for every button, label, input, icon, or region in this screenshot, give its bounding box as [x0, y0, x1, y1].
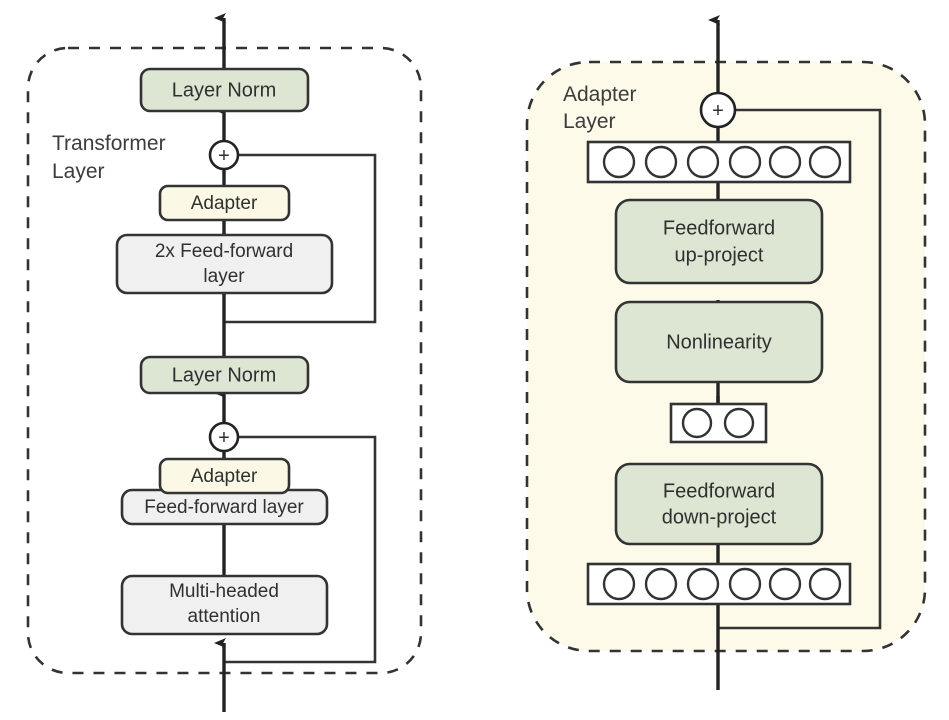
adapter-residual-connection — [718, 108, 882, 630]
adder-bottom[interactable]: + — [208, 421, 240, 453]
neuron — [728, 145, 762, 179]
neuron — [723, 407, 755, 439]
neuron — [686, 145, 720, 179]
block-label-feedforward-up-project-line1: Feedforward — [663, 217, 775, 239]
neuron — [728, 567, 762, 601]
adder-bottom-symbol: + — [218, 427, 230, 449]
block-label-nonlinearity: Nonlinearity — [666, 331, 772, 353]
neuron — [602, 145, 636, 179]
block-label-feedforward-down-project-line2: down-project — [662, 506, 777, 528]
neuron — [681, 407, 713, 439]
adapter-layer-caption-line2: Layer — [563, 110, 616, 133]
block-label-layer-norm-top: Layer Norm — [172, 79, 276, 101]
neuron — [768, 145, 802, 179]
neuron-row-bottom — [586, 562, 852, 606]
adder-adapter-symbol: + — [712, 100, 724, 122]
transformer-layer-caption-line1: Transformer — [52, 132, 166, 155]
block-label-adapter-top: Adapter — [191, 193, 258, 214]
neuron — [686, 567, 720, 601]
adder-adapter[interactable]: + — [699, 91, 737, 129]
residual-connection-top — [224, 153, 377, 324]
neuron — [644, 567, 678, 601]
block-feedforward-down-project[interactable]: Feedforward down-project — [614, 462, 824, 546]
adapter-layer-caption-line1: Adapter — [563, 83, 637, 106]
block-layer-norm-top[interactable]: Layer Norm — [139, 67, 310, 113]
neuron — [768, 567, 802, 601]
block-adapter-top[interactable]: Adapter — [158, 184, 291, 222]
block-adapter-bottom[interactable]: Adapter — [158, 457, 291, 495]
block-label-feedforward-down-project-line1: Feedforward — [663, 480, 775, 502]
block-feedforward-up-project[interactable]: Feedforward up-project — [614, 198, 824, 285]
neuron-row-top — [586, 140, 852, 184]
neuron — [602, 567, 636, 601]
neuron-row-bottleneck — [669, 402, 768, 444]
residual-connection-bottom — [224, 435, 377, 664]
block-label-feed-forward-2x-line1: 2x Feed-forward — [155, 241, 293, 262]
neuron — [808, 567, 842, 601]
block-multi-headed-attention[interactable]: Multi-headed attention — [120, 574, 329, 636]
transformer-layer-caption-line2: Layer — [52, 160, 105, 183]
block-layer-norm-bottom[interactable]: Layer Norm — [139, 355, 310, 395]
neuron — [644, 145, 678, 179]
block-label-multi-headed-attention-line2: attention — [188, 606, 261, 627]
neuron — [808, 145, 842, 179]
block-label-feed-forward-layer: Feed-forward layer — [144, 497, 304, 518]
block-label-adapter-bottom: Adapter — [191, 466, 258, 487]
adder-top-symbol: + — [218, 145, 230, 167]
block-label-feedforward-up-project-line2: up-project — [675, 244, 764, 266]
block-nonlinearity[interactable]: Nonlinearity — [614, 300, 824, 384]
block-label-feed-forward-2x-line2: layer — [203, 266, 245, 287]
adder-top[interactable]: + — [208, 139, 240, 171]
block-label-layer-norm-bottom: Layer Norm — [172, 364, 276, 386]
block-feed-forward-2x[interactable]: 2x Feed-forward layer — [115, 233, 334, 295]
block-label-multi-headed-attention-line1: Multi-headed — [169, 581, 279, 602]
block-feed-forward-layer[interactable]: Feed-forward layer — [120, 488, 329, 526]
